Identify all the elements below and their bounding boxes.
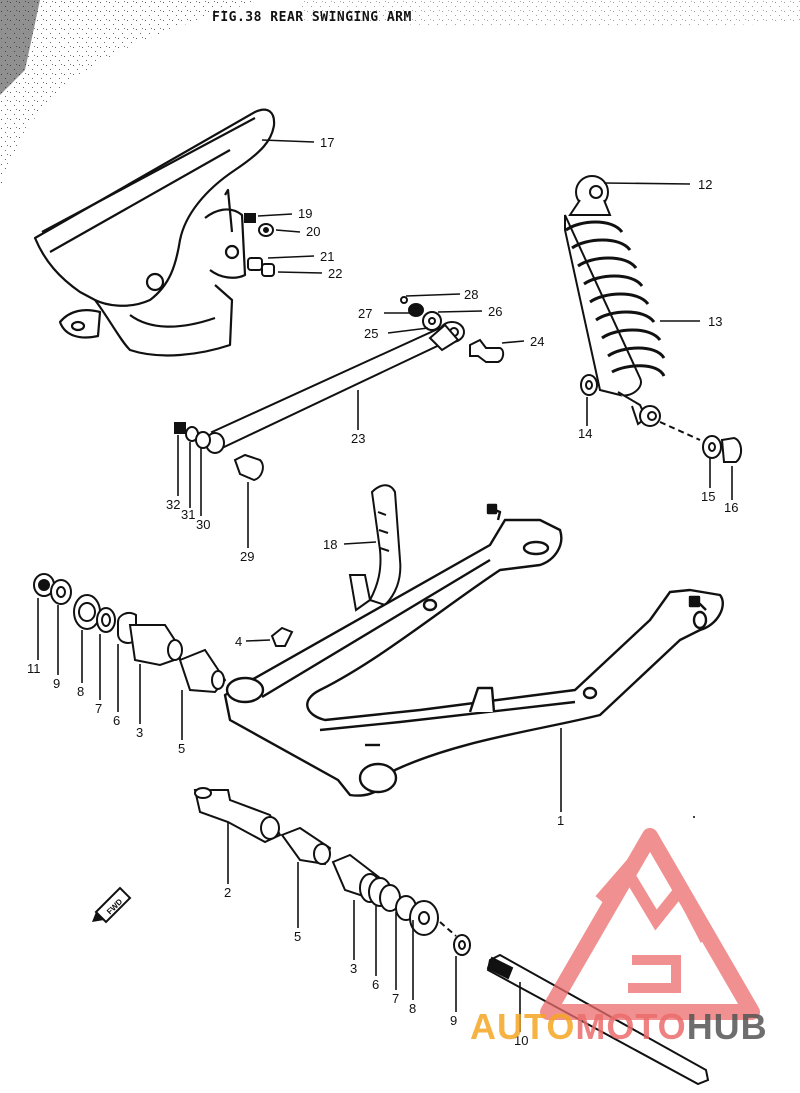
callout-13: 13 (708, 314, 722, 329)
callout-labels: 17 19 20 21 22 12 13 28 27 26 25 24 23 1… (27, 135, 738, 1048)
torque-rod-part (205, 321, 465, 454)
fwd-arrow-icon: FWD (92, 886, 132, 924)
callout-2: 2 (224, 885, 231, 900)
callout-16: 16 (724, 500, 738, 515)
callout-29: 29 (240, 549, 254, 564)
callout-5-lower: 5 (294, 929, 301, 944)
callout-3-upper: 3 (136, 725, 143, 740)
callout-15: 15 (701, 489, 715, 504)
upper-pivot-stack (33, 573, 227, 694)
callout-24: 24 (530, 334, 544, 349)
chain-case-part (33, 108, 276, 357)
callout-26: 26 (488, 304, 502, 319)
shock-washers-nut (580, 374, 742, 463)
watermark-auto: AUTO (470, 1006, 576, 1047)
callout-28: 28 (464, 287, 478, 302)
automotohub-logo-icon (540, 828, 760, 1020)
callout-9-lower: 9 (450, 1013, 457, 1028)
callout-27: 27 (358, 306, 372, 321)
callout-6-upper: 6 (113, 713, 120, 728)
callout-19: 19 (298, 206, 312, 221)
callout-18: 18 (323, 537, 337, 552)
callout-6-lower: 6 (372, 977, 379, 992)
grease-nipple-part (270, 626, 294, 647)
callout-1: 1 (557, 813, 564, 828)
callout-20: 20 (306, 224, 320, 239)
callout-23: 23 (351, 431, 365, 446)
chain-guide-bracket (348, 484, 402, 612)
callout-12: 12 (698, 177, 712, 192)
callout-7-lower: 7 (392, 991, 399, 1006)
callout-17: 17 (320, 135, 334, 150)
callout-22: 22 (328, 266, 342, 281)
callout-10: 10 (514, 1033, 528, 1048)
swinging-arm-part (223, 503, 724, 797)
torque-rod-hardware (174, 296, 505, 482)
callout-32: 32 (166, 497, 180, 512)
watermark-text: AUTOMOTOHUB (470, 1006, 768, 1048)
leader-lines (37, 139, 733, 1032)
mount-bolts-19-22 (244, 213, 275, 277)
shock-absorber-part (564, 175, 666, 427)
lower-pivot-stack (193, 787, 471, 956)
watermark-hub: HUB (686, 1006, 768, 1047)
callout-11: 11 (27, 661, 41, 676)
callout-7-upper: 7 (95, 701, 102, 716)
callout-31: 31 (181, 507, 195, 522)
callout-3-lower: 3 (350, 961, 357, 976)
callout-21: 21 (320, 249, 334, 264)
callout-9-upper: 9 (53, 676, 60, 691)
callout-5-upper: 5 (178, 741, 185, 756)
watermark-moto: MOTO (575, 1006, 687, 1047)
callout-25: 25 (364, 326, 378, 341)
callout-8-lower: 8 (409, 1001, 416, 1016)
callout-30: 30 (196, 517, 210, 532)
scan-noise (0, 0, 800, 190)
callout-14: 14 (578, 426, 592, 441)
callout-4: 4 (235, 634, 242, 649)
callout-8-upper: 8 (77, 684, 84, 699)
